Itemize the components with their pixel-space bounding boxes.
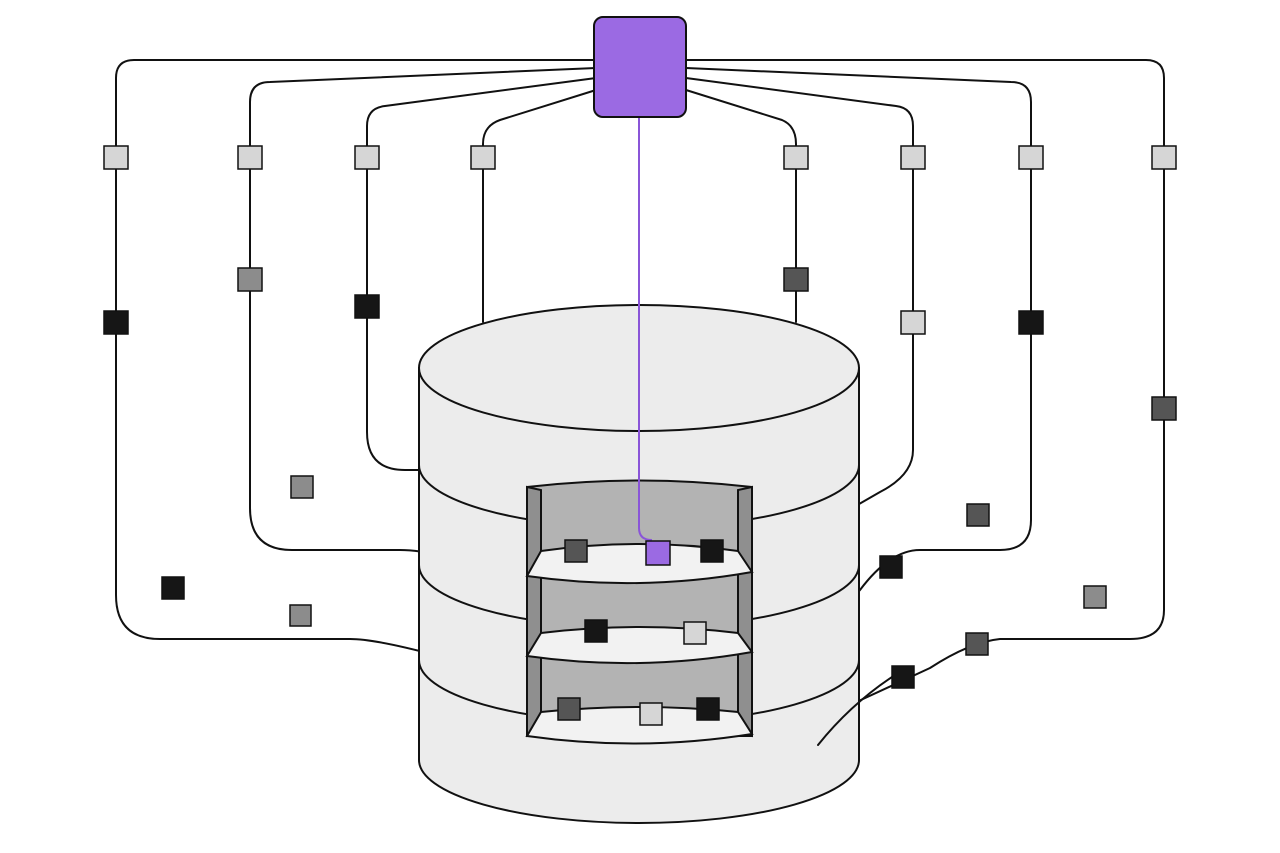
data-packet-icon	[900, 145, 926, 170]
cutaway-left-wall	[526, 485, 542, 738]
data-packet-icon	[237, 145, 263, 170]
data-packet-icon	[783, 267, 809, 292]
data-packet-icon	[289, 604, 312, 627]
data-packet-icon	[1151, 396, 1177, 421]
data-packet-icon	[237, 267, 263, 292]
routing-line-left-3	[366, 77, 597, 471]
data-packet-icon	[470, 145, 496, 170]
data-packet-icon	[696, 697, 720, 721]
packets-floating	[161, 475, 1107, 689]
loose-line	[817, 676, 893, 746]
data-packet-icon	[584, 619, 608, 643]
signal-line	[638, 117, 653, 541]
data-packet-icon	[354, 294, 380, 319]
shelf-middle	[525, 626, 754, 665]
data-packet-icon	[161, 576, 185, 600]
data-packet-icon	[965, 632, 989, 656]
central-node-icon	[593, 16, 687, 118]
data-packet-icon	[564, 539, 588, 563]
packets-wire-top	[103, 145, 1177, 170]
packets-on-shelves	[557, 539, 724, 726]
data-packet-icon	[700, 539, 724, 563]
data-packet-icon	[891, 665, 915, 689]
routing-line-right-1	[685, 89, 797, 323]
data-packet-icon	[103, 145, 129, 170]
packets-wire-lower	[103, 267, 1177, 421]
data-packet-icon	[1151, 145, 1177, 170]
data-packet-icon	[1018, 310, 1044, 335]
data-packet-icon	[1083, 585, 1107, 609]
cutaway-right-wall	[737, 485, 753, 738]
data-packet-icon	[645, 540, 671, 566]
data-packet-icon	[354, 145, 380, 170]
data-packet-icon	[783, 145, 809, 170]
data-packet-icon	[683, 621, 707, 645]
data-packet-icon	[639, 702, 663, 726]
data-packet-icon	[103, 310, 129, 335]
data-packet-icon	[1018, 145, 1044, 170]
data-packet-icon	[557, 697, 581, 721]
data-packet-icon	[966, 503, 990, 527]
data-packet-icon	[900, 310, 926, 335]
data-packet-icon	[290, 475, 314, 499]
data-packet-icon	[879, 555, 903, 579]
routing-line-left-4	[482, 89, 597, 323]
